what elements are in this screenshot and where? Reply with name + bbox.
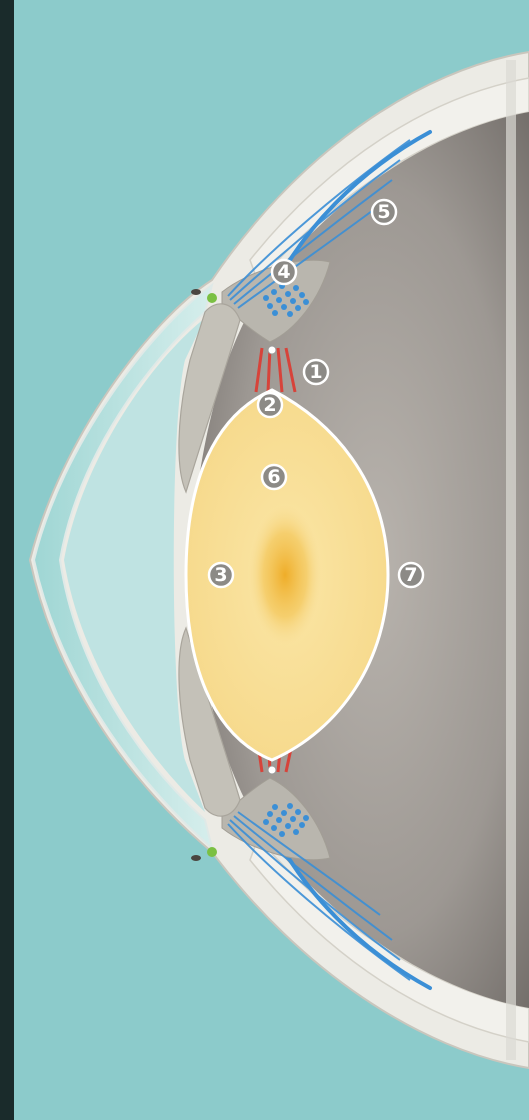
lens-nucleus [249,505,321,645]
marker-1-label: 1 [309,361,322,383]
marker-6-label: 6 [267,466,280,488]
marker-4: 4 [272,260,296,284]
canal-dot-lower [207,847,217,857]
marker-5: 5 [372,200,396,224]
attachment-dot-lower [268,766,276,774]
canal-dot-upper [207,293,217,303]
marker-2: 2 [258,393,282,417]
marker-3-label: 3 [214,564,227,586]
vessel-lower [191,855,201,861]
vessel-upper [191,289,201,295]
marker-5-label: 5 [377,201,390,223]
marker-3: 3 [209,563,233,587]
marker-7: 7 [399,563,423,587]
attachment-dot-upper [268,346,276,354]
marker-6: 6 [262,465,286,489]
marker-1: 1 [304,360,328,384]
right-edge-highlight [506,60,516,1060]
marker-2-label: 2 [263,394,276,416]
left-dark-strip [0,0,14,1120]
marker-4-label: 4 [277,261,290,283]
marker-7-label: 7 [404,564,417,586]
